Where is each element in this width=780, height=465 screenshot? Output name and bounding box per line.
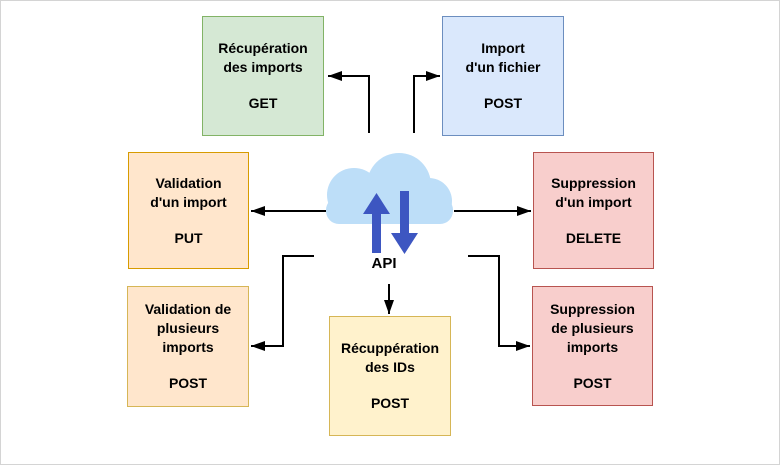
node-get-ids: Récuppération des IDs POST [329,316,451,436]
node-method: GET [248,95,278,111]
node-delete-multiple: Suppression de plusieurs imports POST [532,286,653,406]
node-method: PUT [174,229,203,246]
connector-import-file [413,71,440,133]
node-method: DELETE [565,229,622,246]
node-method: POST [573,374,612,391]
node-title: Suppression d'un import [551,174,636,210]
node-import-file: Import d'un fichier POST [442,16,564,136]
upload-arrow-icon [363,193,390,253]
connector-delete-multiple [468,255,530,351]
connector-get-imports [328,71,370,133]
download-arrow-icon [391,191,418,254]
node-delete-import: Suppression d'un import DELETE [533,152,654,269]
node-method: POST [483,95,523,111]
connector-validate-multiple [251,255,314,351]
node-validate-import: Validation d'un import PUT [128,152,249,269]
node-title: Validation de plusieurs imports [144,301,232,355]
node-method: POST [370,395,410,411]
node-title: Récupération des imports [218,40,308,75]
node-title: Import d'un fichier [465,40,541,75]
api-label: API [371,255,397,272]
node-get-imports: Récupération des imports GET [202,16,324,136]
node-title: Suppression de plusieurs imports [550,300,635,355]
node-validate-multiple: Validation de plusieurs imports POST [127,286,249,407]
node-title: Récuppération des IDs [340,340,439,375]
node-title: Validation d'un import [150,174,227,210]
node-method: POST [168,375,208,391]
